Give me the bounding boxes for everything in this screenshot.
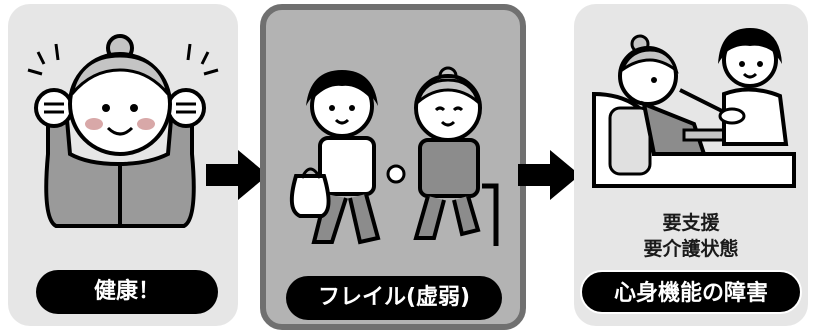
frailty-label: フレイル(虚弱) bbox=[286, 276, 502, 320]
impairment-label: 心身機能の障害 bbox=[580, 270, 802, 314]
arrow-right-icon bbox=[518, 150, 580, 200]
stage-impairment-panel: 要支援 要介護状態 心身機能の障害 bbox=[574, 4, 808, 326]
healthy-elder-icon bbox=[27, 34, 219, 228]
support-required-text: 要支援 bbox=[662, 212, 720, 234]
care-required-text: 要介護状態 bbox=[643, 238, 739, 260]
arrow-right-icon bbox=[206, 150, 268, 200]
caregiver-feeding-icon bbox=[592, 28, 796, 188]
healthy-label: 健康！ bbox=[36, 270, 218, 314]
stage-frailty-panel: フレイル(虚弱) bbox=[260, 4, 526, 330]
stage-healthy-panel: 健康！ bbox=[8, 4, 238, 326]
frail-couple-icon bbox=[289, 66, 499, 246]
